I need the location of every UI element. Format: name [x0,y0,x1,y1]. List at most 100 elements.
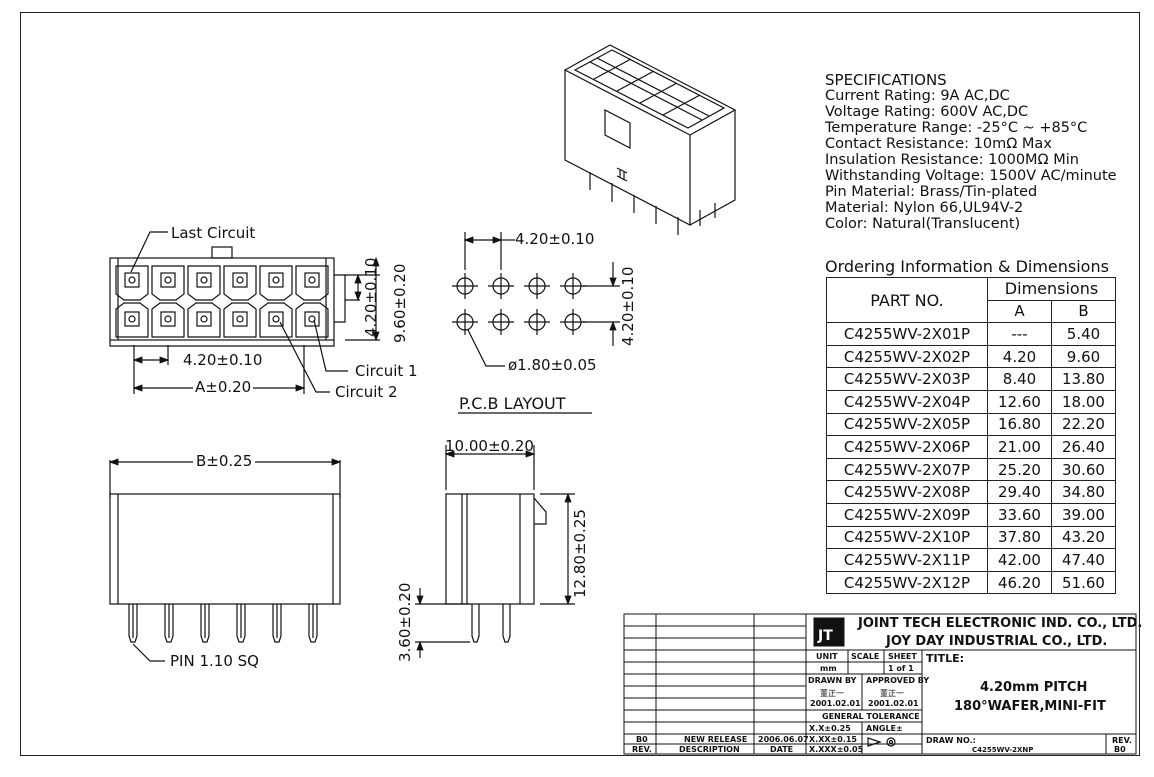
spec-line: Color: Natural(Translucent) [825,216,1021,232]
tolerance-3: X.XXX±0.05 [809,745,864,754]
part-no-header: PART NO. [826,276,988,324]
dim-b-cell: 47.40 [1051,548,1116,572]
rev-header-date: DATE [770,745,794,754]
dim-b-cell: 39.00 [1051,502,1116,527]
dim-b-cell: 43.20 [1051,525,1116,550]
rev-row-description: NEW RELEASE [684,735,748,744]
approved-by-date: 2001.02.01 [868,699,919,708]
dim-a-cell: 8.40 [987,367,1052,391]
dim-a-cell: 29.40 [987,480,1052,504]
part-number-cell: C4255WV-2X02P [826,344,988,369]
draw-no-value: C4255WV-2XNP [972,746,1034,754]
scale-label: SCALE [851,652,880,661]
front-view [109,231,380,394]
top-view [108,458,342,662]
rev-row-rev: B0 [636,735,648,744]
dim-a-cell: 46.20 [987,570,1052,595]
dim-a-label: A±0.20 [193,378,254,396]
front-pitch-dim: 4.20±0.10 [183,351,263,369]
rev-value: B0 [1114,745,1126,754]
isometric-view [563,44,737,235]
part-number-cell: C4255WV-2X08P [826,480,988,504]
height-960-dim: 9.60±0.20 [391,263,409,343]
last-circuit-label: Last Circuit [171,224,256,242]
dim-a-cell: 12.60 [987,389,1052,414]
dim-a-cell: --- [987,322,1052,346]
tolerance-2: X.XX±0.15 [809,735,857,744]
circuit-1-label: Circuit 1 [355,362,418,380]
ordering-title: Ordering Information & Dimensions [825,257,1109,276]
ordering-table: PART NO. Dimensions A B C4255WV-2X01P---… [826,276,1116,595]
part-number-cell: C4255WV-2X04P [826,389,988,414]
pin-size-label: PIN 1.10 SQ [170,652,259,670]
part-number-cell: C4255WV-2X03P [826,367,988,391]
sheet-label: SHEET [888,652,917,661]
dim-a-cell: 4.20 [987,344,1052,369]
unit-value: mm [820,664,837,673]
angle-tolerance-label: ANGLE± [866,724,903,733]
circuit-2-label: Circuit 2 [335,383,398,401]
company-name-1: JOINT TECH ELECTRONIC IND. CO., LTD. [858,616,1143,631]
part-number-cell: C4255WV-2X11P [826,548,988,572]
tolerance-1: X.X±0.25 [809,724,851,733]
pcb-layout-title: P.C.B LAYOUT [459,394,566,413]
dim-b-cell: 26.40 [1051,435,1116,459]
dim-b-cell: 34.80 [1051,480,1116,504]
spec-line: Current Rating: 9A AC,DC [825,88,1010,104]
dim-a-cell: 21.00 [987,435,1052,459]
drawing-frame [20,12,1140,756]
specifications-title: SPECIFICATIONS [825,71,947,89]
part-number-cell: C4255WV-2X06P [826,435,988,459]
part-number-cell: C4255WV-2X09P [826,502,988,527]
approved-by-label: APPROVED BY [866,676,930,685]
drawn-by-date: 2001.02.01 [810,699,861,708]
dim-a-cell: 42.00 [987,548,1052,572]
general-tolerance-label: GENERAL TOLERANCE [822,712,920,721]
drawing-title-2: 180°WAFER,MINI-FIT [954,699,1106,714]
spec-line: Material: Nylon 66,UL94V-2 [825,200,1024,216]
pcb-layout-view [451,232,620,414]
spec-line: Withstanding Voltage: 1500V AC/minute [825,168,1117,184]
dim-b-cell: 22.20 [1051,412,1116,437]
dim-b-label: B±0.25 [193,454,256,469]
dim-a-cell: 25.20 [987,457,1052,482]
dim-b-cell: 51.60 [1051,570,1116,595]
pcb-vertical-pitch-dim: 4.20±0.10 [619,266,637,346]
svg-text:JT: JT [817,628,833,644]
side-width-dim: 10.00±0.20 [445,437,534,455]
rev-label: REV. [1112,736,1132,745]
spec-line: Contact Resistance: 10mΩ Max [825,136,1052,152]
company-name-2: JOY DAY INDUSTRIAL CO., LTD. [886,634,1108,649]
dim-b-cell: 9.60 [1051,344,1116,369]
pcb-pitch-dim: 4.20±0.10 [515,230,595,248]
specifications-block: SPECIFICATIONS Current Rating: 9A AC,DC … [825,72,1117,232]
rev-header-description: DESCRIPTION [679,745,740,754]
part-number-cell: C4255WV-2X10P [826,525,988,550]
part-number-cell: C4255WV-2X05P [826,412,988,437]
pin-length-dim: 3.60±0.20 [396,582,414,662]
drawing-title-1: 4.20mm PITCH [980,680,1088,695]
drawn-by-label: DRAWN BY [808,676,857,685]
sheet-value: 1 of 1 [888,664,914,673]
dim-b-cell: 13.80 [1051,367,1116,391]
rev-row-date: 2006.06.07 [758,735,809,744]
dim-a-cell: 33.60 [987,502,1052,527]
dim-a-cell: 37.80 [987,525,1052,550]
col-b-header: B [1051,299,1116,324]
dim-a-cell: 16.80 [987,412,1052,437]
side-height-dim: 12.80±0.25 [571,509,589,598]
dim-b-cell: 18.00 [1051,389,1116,414]
title-block-grid [623,613,1137,755]
spec-line: Voltage Rating: 600V AC,DC [825,104,1029,120]
dim-b-cell: 5.40 [1051,322,1116,346]
unit-label: UNIT [816,652,838,661]
spec-line: Insulation Resistance: 1000MΩ Min [825,152,1079,168]
